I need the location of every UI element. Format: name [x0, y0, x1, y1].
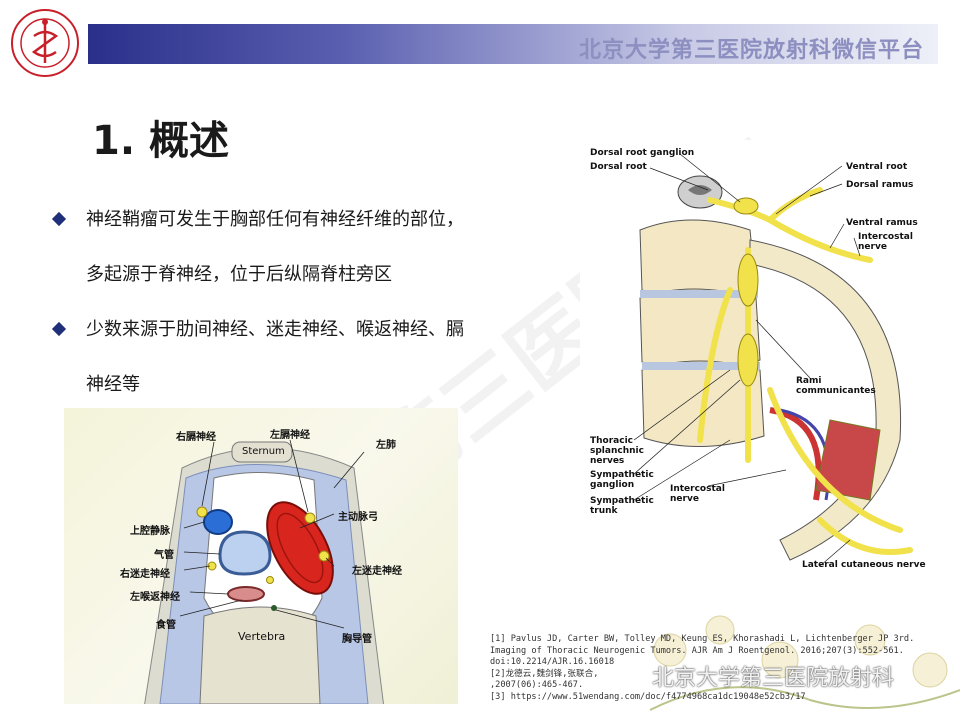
label-thoracic-duct: 胸导管: [342, 634, 372, 645]
bullet-list: 神经鞘瘤可发生于胸部任何有神经纤维的部位， 多起源于脊神经，位于后纵隔脊柱旁区 …: [48, 192, 548, 412]
label-intercostal-2: nerve: [670, 494, 699, 504]
reference-line: [2]龙德云,魏剑锋,张联合,: [490, 668, 599, 679]
label-symp-ganglion-2: ganglion: [590, 480, 635, 490]
label-left-recurrent: 左喉返神经: [130, 592, 180, 603]
label-splanchnic-3: nerves: [590, 456, 625, 466]
label-trachea: 气管: [154, 550, 174, 561]
wechat-watermark: 北京大学第三医院放射科: [652, 666, 895, 691]
bullet-line: 多起源于脊神经，位于后纵隔脊柱旁区: [86, 264, 392, 285]
label-symp-trunk-2: trunk: [590, 506, 618, 516]
label-dorsal-ramus: Dorsal ramus: [846, 180, 914, 190]
label-ventral-root: Ventral root: [846, 162, 908, 172]
label-rami-2: communicantes: [796, 386, 876, 396]
hospital-seal-icon: [10, 8, 80, 78]
label-left-vagus: 左迷走神经: [352, 566, 402, 577]
label-intercostal-1: Intercostal: [670, 484, 725, 494]
bullet-line: 神经鞘瘤可发生于胸部任何有神经纤维的部位，: [86, 209, 464, 230]
label-right-phrenic: 右膈神经: [176, 432, 216, 443]
label-aortic-arch: 主动脉弓: [338, 512, 378, 523]
reference-line: [1] Pavlus JD, Carter BW, Tolley MD, Keu…: [490, 634, 915, 644]
header-band: [88, 24, 938, 64]
bullet-item: 少数来源于肋间神经、迷走神经、喉返神经、膈 神经等: [48, 302, 548, 412]
label-right-vagus: 右迷走神经: [120, 569, 170, 580]
label-ventral-ramus: Ventral ramus: [846, 218, 918, 228]
reference-line: ,2007(06):465-467.: [490, 680, 584, 691]
label-intercostal-top-1: Intercostal: [858, 232, 913, 242]
header-title: 北京大学第三医院放射科微信平台: [578, 38, 924, 63]
label-svc: 上腔静脉: [130, 526, 170, 537]
diamond-bullet-icon: [51, 211, 67, 227]
label-drg: Dorsal root ganglion: [590, 148, 695, 158]
label-splanchnic-1: Thoracic: [590, 436, 633, 446]
label-sternum: Sternum: [242, 446, 285, 457]
label-splanchnic-2: splanchnic: [590, 446, 644, 456]
label-rami-1: Rami: [796, 376, 822, 386]
label-left-lung: 左肺: [376, 440, 396, 451]
bullet-line: 少数来源于肋间神经、迷走神经、喉返神经、膈: [86, 319, 464, 340]
slide-title: 1. 概述: [92, 118, 229, 164]
label-esophagus: 食管: [156, 620, 176, 631]
spinal-nerve-anatomy-figure: Dorsal root ganglion Dorsal root Ventral…: [580, 140, 926, 580]
label-left-phrenic: 左膈神经: [270, 430, 310, 441]
label-intercostal-top-2: nerve: [858, 242, 887, 252]
reference-line: Imaging of Thoracic Neurogenic Tumors. A…: [490, 645, 904, 656]
references: [1] Pavlus JD, Carter BW, Tolley MD, Keu…: [490, 634, 940, 704]
mediastinum-cross-section-figure: 右膈神经 左膈神经 左肺 Sternum 主动脉弓 上腔静脉 气管 右迷走神经 …: [64, 408, 458, 704]
diamond-bullet-icon: [51, 321, 67, 337]
label-vertebra: Vertebra: [238, 630, 286, 643]
bullet-line: 神经等: [86, 374, 140, 395]
label-symp-ganglion-1: Sympathetic: [590, 470, 654, 480]
flower-decoration: [630, 590, 960, 720]
label-lateral-cutaneous: Lateral cutaneous nerve: [802, 560, 926, 570]
label-dorsal-root: Dorsal root: [590, 162, 647, 172]
bullet-item: 神经鞘瘤可发生于胸部任何有神经纤维的部位， 多起源于脊神经，位于后纵隔脊柱旁区: [48, 192, 548, 302]
reference-line: [3] https://www.51wendang.com/doc/f47749…: [490, 691, 806, 702]
reference-line: doi:10.2214/AJR.16.16018: [490, 657, 615, 668]
label-symp-trunk-1: Sympathetic: [590, 496, 654, 506]
